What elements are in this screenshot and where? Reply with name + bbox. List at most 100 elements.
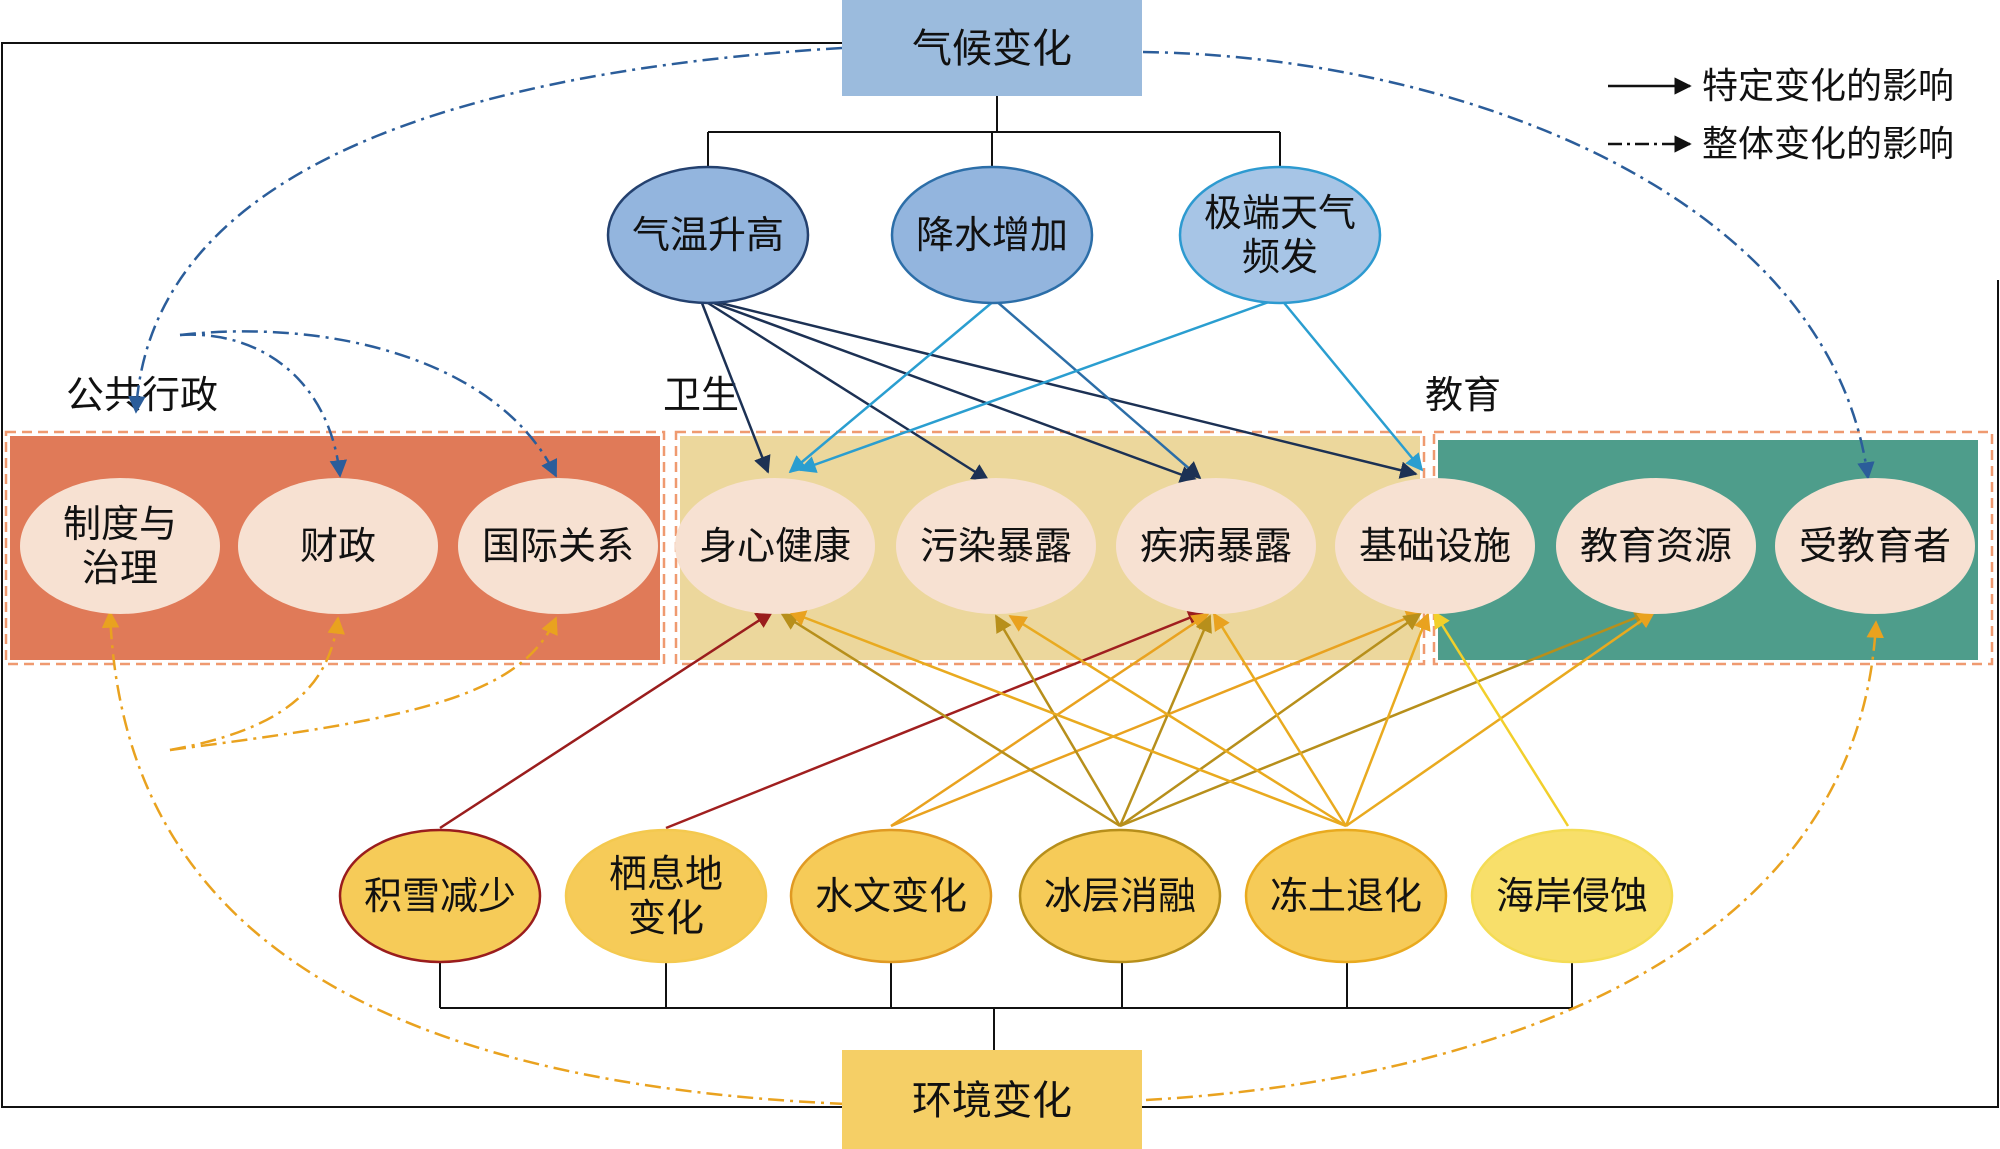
impact-node-shape <box>1775 478 1975 614</box>
climate-factor-node-shape <box>890 165 1094 305</box>
legend-solid-label: 特定变化的影响 <box>1702 66 1954 107</box>
impact-node: 疾病暴露 <box>1116 478 1316 614</box>
impact-node: 身心健康 <box>675 478 875 614</box>
outer-frame <box>1 42 842 1108</box>
legend: 特定变化的影响 整体变化的影响 <box>1608 66 1954 165</box>
env-tree-connector <box>439 960 1573 1050</box>
env-factor-node-shape <box>338 828 542 964</box>
env-factor-node-label: 冰层消融 <box>1044 874 1196 918</box>
outer-frame-right <box>1142 280 1999 1108</box>
env-factor-node-shape <box>789 828 993 964</box>
env-factor-node-label: 栖息地 <box>609 852 723 896</box>
env-factor-node: 冻土退化 <box>1244 828 1448 964</box>
env-factor-node-label: 积雪减少 <box>364 874 516 918</box>
arrow-hydro-to-infra <box>890 609 1424 828</box>
climate-factor-node: 气温升高 <box>606 165 810 305</box>
env-factor-node-label: 海岸侵蚀 <box>1496 874 1648 918</box>
impact-node-label: 污染暴露 <box>920 524 1072 568</box>
impact-node: 受教育者 <box>1775 478 1975 614</box>
arrow-ice-to-disease <box>1118 614 1212 827</box>
dashed-branch-to-finance <box>169 616 345 752</box>
impact-node: 教育资源 <box>1556 478 1756 614</box>
climate-factor-node-label: 频发 <box>1242 235 1318 279</box>
impact-node-label: 制度与 <box>63 502 177 546</box>
env-factor-node-label: 变化 <box>628 896 704 940</box>
impact-node: 基础设施 <box>1335 478 1535 614</box>
arrow-snow-to-mental <box>439 610 774 830</box>
arrow-ice-to-edu-resource <box>1119 609 1652 828</box>
section-label-health: 卫生 <box>663 373 739 417</box>
impact-node: 国际关系 <box>458 478 658 614</box>
climate-factor-node-label: 极端天气 <box>1204 191 1356 235</box>
environment-change-box <box>842 1050 1142 1149</box>
arrow-hydro-to-disease <box>890 612 1210 828</box>
climate-change-box <box>842 0 1142 96</box>
climate-factor-node-shape <box>606 165 810 305</box>
impact-node-shape <box>238 478 438 614</box>
impact-node-shape <box>1116 478 1316 614</box>
arrow-permafrost-to-disease <box>1212 612 1348 827</box>
section-label-education: 教育 <box>1425 373 1501 417</box>
arrow-temp-to-mental <box>698 297 771 474</box>
dashed-branch-to-intl <box>169 616 558 752</box>
dashed-climate-to-admin <box>128 46 843 414</box>
impact-node: 财政 <box>238 478 438 614</box>
climate-factor-node-shape <box>1178 165 1382 305</box>
climate-factor-node-label: 气温升高 <box>632 213 784 257</box>
env-factor-node-shape <box>1244 828 1448 964</box>
arrow-ice-to-mental <box>780 612 1121 828</box>
impact-node-label: 身心健康 <box>699 524 851 568</box>
climate-change-label: 气候变化 <box>912 26 1072 72</box>
arrow-ice-to-infra <box>1119 612 1422 828</box>
impact-node-label: 基础设施 <box>1359 524 1511 568</box>
impact-node-label: 疾病暴露 <box>1140 524 1292 568</box>
impact-node-shape <box>675 478 875 614</box>
climate-factor-node-label: 降水增加 <box>916 213 1068 257</box>
arrow-permafrost-to-infra <box>1344 612 1431 827</box>
impact-node-label: 国际关系 <box>482 524 634 568</box>
arrow-temp-to-disease <box>699 296 1198 483</box>
environment-change-label: 环境变化 <box>912 1078 1072 1124</box>
impact-node-shape <box>896 478 1096 614</box>
impact-node-shape <box>1556 478 1756 614</box>
dashed-climate-to-education <box>1142 50 1875 480</box>
env-factor-node: 积雪减少 <box>338 828 542 964</box>
arrow-permafrost-to-mental <box>788 609 1347 828</box>
overall-influence-arrows <box>101 46 1884 1106</box>
impact-node-shape <box>458 478 658 614</box>
legend-dashed-label: 整体变化的影响 <box>1702 124 1954 165</box>
dashed-env-to-education <box>1145 620 1884 1102</box>
env-factor-node-shape <box>1018 828 1222 964</box>
arrow-precip-to-mental <box>788 299 996 474</box>
impact-node-shape <box>1335 478 1535 614</box>
env-factor-node-shape <box>1470 828 1674 964</box>
impact-node-label: 财政 <box>300 524 376 568</box>
climate-tree-connector <box>707 96 1281 172</box>
dashed-admin-to-intl <box>179 330 558 478</box>
arrow-extreme-to-mental <box>798 296 1281 473</box>
env-factor-node: 水文变化 <box>789 828 993 964</box>
climate-factor-node: 降水增加 <box>890 165 1094 305</box>
env-factor-node-label: 水文变化 <box>815 874 967 918</box>
arrow-temp-to-infra <box>699 296 1418 479</box>
impact-node-shape <box>20 478 220 614</box>
arrow-precip-to-disease <box>994 299 1202 480</box>
env-factor-node-label: 冻土退化 <box>1270 874 1422 918</box>
panel-public-admin-border <box>4 430 666 666</box>
impact-node-label: 受教育者 <box>1799 524 1951 568</box>
impact-node-label: 教育资源 <box>1580 524 1732 568</box>
impact-node-label: 治理 <box>82 546 158 590</box>
impact-node: 污染暴露 <box>896 478 1096 614</box>
dashed-env-to-admin <box>101 610 847 1106</box>
env-specific-arrows <box>439 609 1656 830</box>
arrow-habitat-to-disease <box>665 609 1206 830</box>
env-factor-node: 海岸侵蚀 <box>1470 828 1674 964</box>
env-factor-node-shape <box>564 828 768 964</box>
